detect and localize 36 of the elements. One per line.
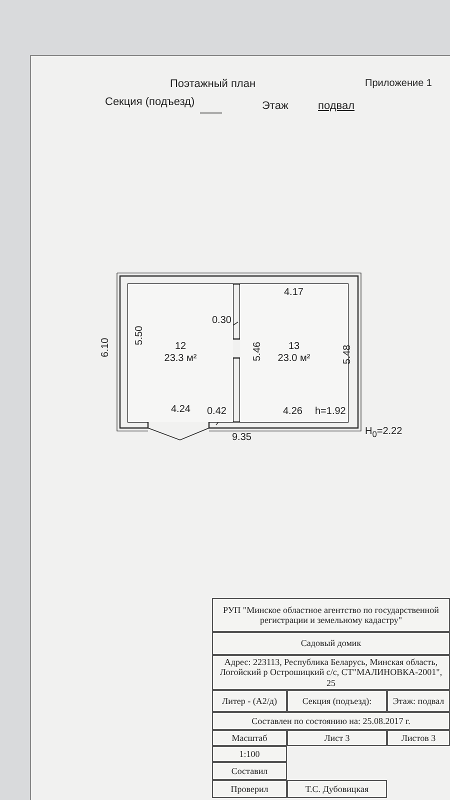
dimension-text: 4.17 (284, 287, 304, 298)
table-cell: Лист 3 (287, 730, 387, 746)
room-number: 12 (174, 341, 186, 353)
dimension-text: 9.35 (232, 432, 252, 443)
height-note: H$_{0}$=2.22 (365, 426, 402, 440)
table-cell: Масштаб (212, 730, 287, 746)
dimension-text: 5.46 (252, 342, 264, 362)
dimension-text: 6.10 (100, 338, 112, 358)
table-cell: Листов 3 (387, 730, 450, 746)
table-cell: 1:100 (212, 746, 287, 762)
table-cell: Составил (212, 762, 287, 780)
room-area-value: 23.3 м² (164, 353, 197, 365)
section-label: Секция (подъезд) (105, 96, 195, 108)
table-cell: Секция (подъезд): (287, 690, 387, 712)
room-number: 13 (288, 341, 300, 353)
dimension-text: 4.24 (171, 404, 190, 415)
dimension-text: 4.26 (283, 406, 302, 417)
dimension-text: 5.50 (134, 326, 146, 346)
room-floor (240, 284, 348, 422)
appendix-note: Приложение 1 (365, 78, 432, 89)
floor-label: Этаж (262, 100, 288, 112)
table-cell: Садовый домик (212, 632, 450, 655)
height-note: h=1.92 (315, 406, 346, 417)
room-area-value: 23.0 м² (278, 353, 310, 365)
table-cell: Литер - (А2/д) (212, 690, 287, 712)
table-cell: РУП "Минское областное агентство по государственной регистрации и земельному кадастру" (212, 598, 450, 632)
table-cell: Т.С. Дубовицкая (287, 780, 387, 798)
table-cell: Проверил (212, 780, 287, 798)
dimension-text: 0.30 (212, 315, 232, 326)
floor-value: подвал (318, 100, 355, 112)
plan-title: Поэтажный план (170, 78, 256, 90)
dimension-text: 0.42 (207, 406, 226, 417)
table-cell: Составлен по состоянию на: 25.08.2017 г. (212, 712, 450, 730)
table-cell: Этаж: подвал (387, 690, 450, 712)
room-floor (128, 284, 233, 422)
table-cell: Адрес: 223113, Республика Беларусь, Минская область, Логойский р Острошицкий с/с, СТ"МАЛИНОВКА-2001", 25 (212, 655, 450, 690)
